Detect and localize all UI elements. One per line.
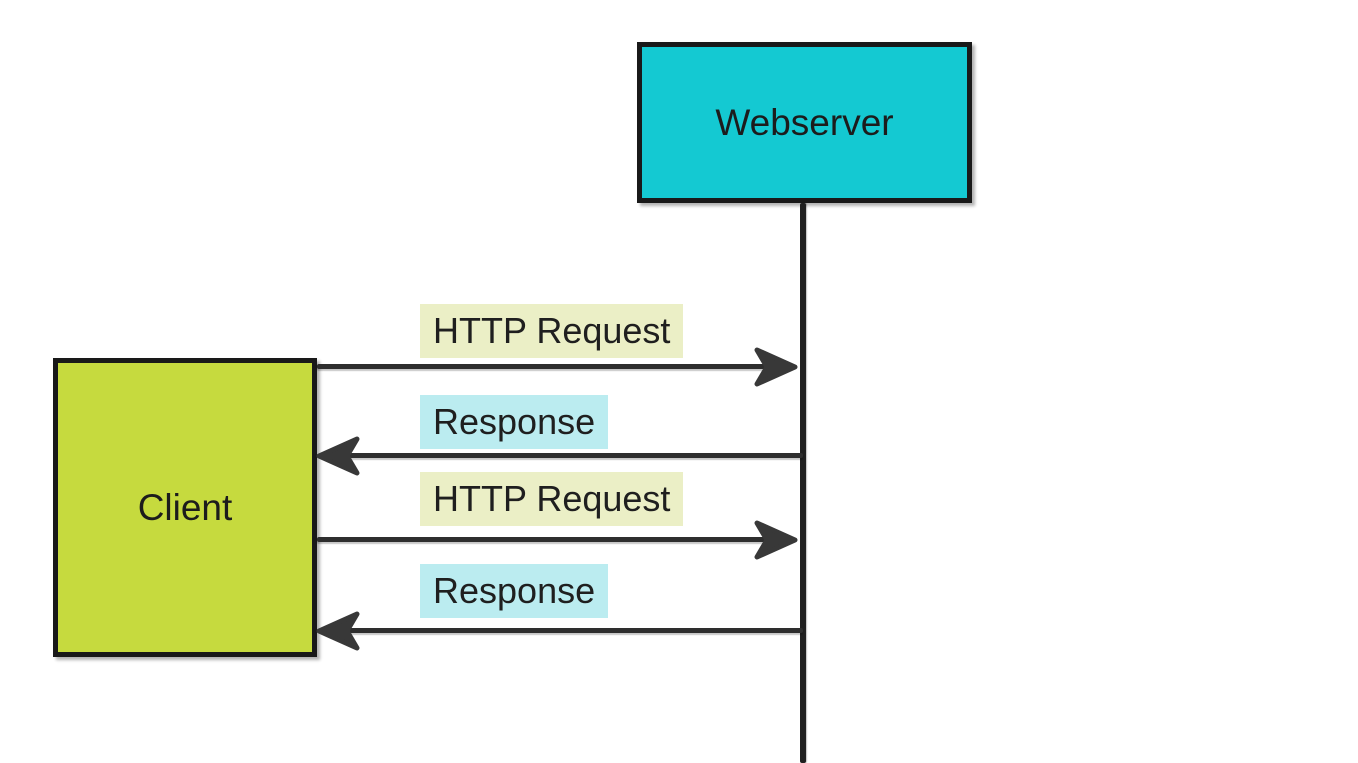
- message-label-http-request-1: HTTP Request: [420, 304, 684, 358]
- arrow-right-icon: [754, 520, 798, 560]
- message-label-response-1: Response: [420, 395, 609, 449]
- arrow-right-icon: [754, 347, 798, 387]
- client-label: Client: [137, 486, 233, 528]
- webserver-label: Webserver: [715, 101, 894, 143]
- webserver-lifeline: [800, 203, 806, 763]
- message-line-request-1: [317, 364, 765, 369]
- client-node: Client: [53, 358, 317, 657]
- message-line-response-1: [349, 453, 803, 458]
- arrow-left-icon: [316, 611, 360, 651]
- message-line-request-2: [317, 537, 765, 542]
- message-label-http-request-2: HTTP Request: [420, 472, 684, 526]
- message-line-response-2: [349, 628, 803, 633]
- webserver-node: Webserver: [637, 42, 972, 203]
- arrow-left-icon: [316, 436, 360, 476]
- message-label-response-2: Response: [420, 564, 609, 618]
